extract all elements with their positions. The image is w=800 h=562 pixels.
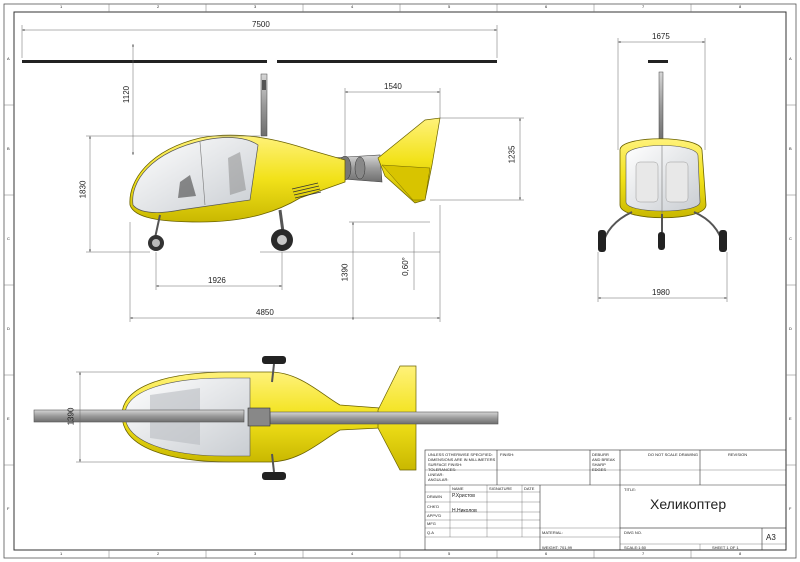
dim-rotor-span: 7500 [252,20,270,29]
row-drawn: DRAWN [427,494,442,499]
top-rotor-hub [247,407,271,427]
zone-letter-c: C [7,236,10,241]
zone-number-2: 2 [157,4,160,9]
row-chkd: CHK'D [427,504,440,509]
note-line: SURFACE FINISH: [428,462,463,467]
title-label: TITLE: [624,487,637,492]
front-left-wheel [598,230,606,252]
title-block [424,449,787,551]
zone-number-4: 4 [351,4,354,9]
dim-angle: 0,60° [400,257,410,276]
dim-tail-height: 1235 [507,145,517,164]
zone-number-8: 8 [739,4,742,9]
zone-number-bottom-8: 8 [739,551,742,556]
sheet-count-label: SHEET 1 OF 1 [712,545,739,550]
note-line: TOLERANCES: [428,467,457,472]
dim-ground-clearance: 1390 [340,263,350,282]
zone-number-bottom-1: 1 [60,551,63,556]
zone-number-bottom-6: 6 [545,551,548,556]
dim-top-width: 1390 [66,407,76,426]
zone-letter-right-e: E [789,416,792,421]
canopy [132,137,259,213]
revision-label: REVISION [728,452,748,457]
rotor-blade-left [22,60,267,63]
zone-number-bottom-2: 2 [157,551,160,556]
finish-label: FINISH: [500,452,515,457]
dim-track-width: 1980 [652,288,670,297]
zone-letter-e: E [7,416,10,421]
zone-number-bottom-5: 5 [448,551,451,556]
zone-number-7: 7 [642,4,645,9]
zone-letter-right-a: A [789,56,792,61]
top-view [33,356,499,480]
col-name: NAME [452,486,464,491]
note-line: LINEAR: [428,472,444,477]
sheet-size: A3 [766,533,776,542]
vents [291,182,322,199]
row-mfg: MFG [427,521,436,526]
front-view [597,38,728,302]
general-notes: UNLESS OTHERWISE SPECIFIED: DIMENSIONS A… [428,452,496,482]
sheet-border [3,3,797,559]
dim-total-length: 4850 [256,308,274,317]
material-label: MATERIAL: [542,530,563,535]
col-date: DATE [524,486,535,491]
row-qa: Q.A [427,530,434,535]
weight-label: WEIGHT: 701,99 [542,545,573,550]
dim-mast-height: 1120 [122,85,132,104]
rotor-mast [260,73,268,137]
top-right-wheel [262,472,286,480]
zone-letter-right-b: B [789,146,792,151]
zone-letter-right-c: C [789,236,792,241]
drawing-title: Хеликоптер [650,496,727,512]
front-nose-wheel [658,232,665,250]
dim-wheelbase: 1926 [208,276,226,285]
deburr-label: DEBURR AND BREAK SHARP EDGES [592,452,616,472]
front-right-wheel [719,230,727,252]
dim-total-height: 1830 [78,180,88,199]
zone-number-bottom-4: 4 [351,551,354,556]
zone-number-1: 1 [60,4,63,9]
scale-label: SCALE:1:50 [624,545,647,550]
top-rotor-left [33,409,245,423]
drawn-by-name: Р.Христов [452,493,475,499]
zone-letter-b: B [7,146,10,151]
zone-number-5: 5 [448,4,451,9]
dim-tail-length: 1540 [384,82,402,91]
note-line: UNLESS OTHERWISE SPECIFIED: [428,452,493,457]
zone-letter-right-f: F [789,506,792,511]
zone-letter-f: F [7,506,10,511]
seat [178,175,196,198]
dwg-no-label: DWG NO. [624,530,642,535]
top-left-wheel [262,356,286,364]
zone-number-bottom-7: 7 [642,551,645,556]
zone-letter-a: A [7,56,10,61]
note-line: ANGULAR: [428,477,449,482]
zone-number-6: 6 [545,4,548,9]
row-appvd: APPV'D [427,513,442,518]
front-rotor [648,60,668,63]
zone-number-bottom-3: 3 [254,551,257,556]
checked-by-name: Н.Николов [452,508,477,514]
no-scale-label: DO NOT SCALE DRAWING [648,452,699,457]
zone-letter-right-d: D [789,326,792,331]
col-signature: SIGNATURE [489,486,513,491]
note-line: DIMENSIONS ARE IN MILLIMETERS [428,457,496,462]
top-rotor-right [269,411,499,425]
side-view [21,25,524,322]
zone-letter-d: D [7,326,10,331]
rotor-blade-right [277,60,497,63]
dim-front-width: 1675 [652,32,670,41]
zone-number-3: 3 [254,4,257,9]
front-mast [658,71,664,143]
